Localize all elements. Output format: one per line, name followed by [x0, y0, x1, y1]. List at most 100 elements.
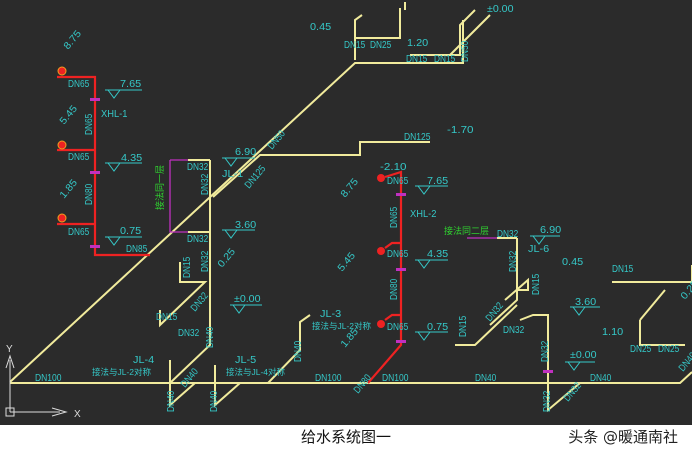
pipe-annotation: DN15: [531, 273, 542, 295]
axis-y-label: Y: [6, 344, 13, 355]
pipe-annotation: 6.90: [540, 225, 562, 236]
pipe-annotation: DN50: [266, 128, 288, 152]
pipe-annotation: 接法与JL-4对称: [226, 367, 286, 377]
pipe-annotation: XHL-2: [410, 209, 437, 220]
pipe-annotation: 6.90: [235, 147, 257, 158]
level-markers: [90, 89, 600, 373]
pipe-annotation: DN32: [187, 234, 209, 245]
fire-hydrant-icon: [377, 247, 385, 255]
pipe-annotation: XHL-1: [101, 109, 128, 120]
pipe-annotation: 4.35: [121, 153, 143, 164]
pipe-annotation: JL-5: [235, 355, 257, 366]
pipe-annotation: DN40: [179, 366, 201, 390]
pipe-annotation: DN65: [68, 152, 90, 163]
pipe-annotation: DN15: [406, 54, 428, 65]
pipe-annotation: DN32: [200, 250, 211, 272]
pipe-annotation: DN15: [612, 264, 634, 275]
pipe-annotation: DN80: [352, 372, 374, 396]
pipe-annotation: DN40: [590, 373, 612, 384]
pipe-annotation: DN32: [542, 390, 553, 412]
pipe-annotation: DN25: [630, 344, 652, 355]
pipe-annotation: DN40: [475, 373, 497, 384]
fire-hydrant-icon: [377, 320, 385, 328]
pipe-annotation: ±0.00: [487, 4, 514, 15]
pipe-annotation: 0.75: [120, 226, 142, 237]
pipe-annotation: DN32: [503, 325, 525, 336]
pipe-annotation: DN15: [458, 315, 469, 337]
pipe-annotation: DN32: [497, 229, 519, 240]
pipe-annotation: JL-1: [222, 169, 244, 180]
pipe-annotation: DN100: [315, 373, 342, 384]
pipe-annotation: 接法与JL-2对称: [92, 367, 152, 377]
pipe-annotation: DN100: [35, 373, 62, 384]
pipe-annotation: DN15: [182, 256, 193, 278]
pipe-annotation: 3.60: [235, 220, 257, 231]
pipe-annotation: DN15: [434, 54, 456, 65]
pipe-annotation: DN40: [205, 326, 216, 348]
pipe-annotation: DN100: [382, 373, 409, 384]
watermark: 头条 @暖通南社: [568, 428, 678, 446]
pipe-annotation: DN85: [126, 244, 148, 255]
pipe-annotation: 0.25: [216, 246, 238, 270]
pipe-annotation: DN15: [156, 312, 178, 323]
pipe-annotation: 7.65: [120, 79, 142, 90]
pipe-annotation: DN25: [370, 40, 392, 51]
water-supply-pipes: [9, 2, 692, 413]
pipe-annotation: JL-3: [320, 309, 342, 320]
pipe-annotation: DN32: [178, 328, 200, 339]
pipe-annotation: DN65: [84, 113, 95, 135]
fire-hydrant-icon: [57, 140, 67, 150]
pipe-annotation: -1.70: [447, 125, 474, 136]
pipe-annotation: DN25: [658, 344, 680, 355]
pipe-annotation: 8.75: [339, 176, 361, 200]
pipe-annotation: DN32: [508, 250, 519, 272]
pipe-annotation: DN65: [389, 206, 400, 228]
pipe-annotation: 8.75: [62, 28, 84, 52]
pipe-annotation: 5.45: [336, 250, 358, 274]
fire-hydrant-icon: [57, 66, 67, 76]
pipe-annotation: 1.85: [58, 177, 80, 201]
pipe-annotation: DN65: [387, 176, 409, 187]
axis-x-label: X: [74, 409, 81, 420]
pipe-annotation: DN65: [68, 79, 90, 90]
pipe-annotation: DN15: [344, 40, 366, 51]
pipe-annotation: DN32: [200, 173, 211, 195]
pipe-annotation: DN40: [293, 340, 304, 362]
pipe-annotation: ±0.00: [570, 350, 597, 361]
pipe-annotation: 5.45: [58, 103, 80, 127]
pipe-annotation: 0.45: [562, 257, 584, 268]
fire-hydrant-icon: [57, 213, 67, 223]
pipe-annotation: 0.45: [310, 22, 332, 33]
pipe-annotation: 1.20: [407, 38, 429, 49]
fire-hydrant-pipes: [57, 66, 403, 384]
pipe-annotation: 3.60: [575, 297, 597, 308]
pipe-annotation: DN65: [68, 227, 90, 238]
connection-note: 接法同二层: [444, 225, 489, 236]
pipe-annotation: DN40: [209, 390, 220, 412]
pipe-annotation: ±0.00: [234, 294, 261, 305]
pipe-annotation: DN32: [187, 162, 209, 173]
drawing-caption: 给水系统图一: [300, 428, 391, 446]
pipe-annotation: DN32: [540, 340, 551, 362]
pipe-annotation: DN80: [84, 183, 95, 205]
pipe-annotation: DN80: [389, 278, 400, 300]
pipe-annotation: -2.10: [380, 162, 407, 173]
connection-note: 接法同一层: [154, 165, 165, 210]
pipe-annotation: 7.65: [427, 176, 449, 187]
pipe-annotation: DN100: [0, 0, 27, 3]
pipe-annotation: 接法与JL-2对称: [312, 321, 372, 331]
pipe-annotation: DN125: [404, 132, 431, 143]
pipe-annotation: 1.10: [602, 327, 624, 338]
pipe-annotation: JL-4: [133, 355, 155, 366]
pipe-annotation: 0.75: [427, 322, 449, 333]
pipe-annotation: DN50: [460, 40, 471, 62]
pipe-annotation: 4.35: [427, 249, 449, 260]
pipe-annotation: DN65: [387, 322, 409, 333]
fire-hydrant-icon: [377, 174, 385, 182]
ucs-icon: Y X: [5, 344, 81, 420]
pipe-annotation: JL-6: [528, 244, 550, 255]
pipe-annotation: DN40: [166, 390, 177, 412]
